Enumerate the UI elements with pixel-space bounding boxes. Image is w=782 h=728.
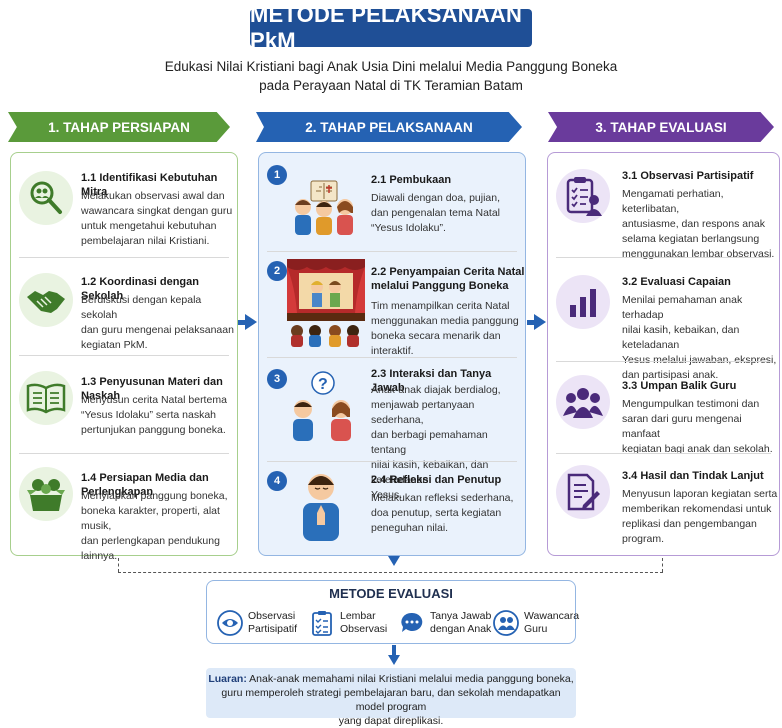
item-title: 2.3 Interaksi dan Tanya Jawab — [371, 368, 492, 394]
children-bible-icon — [289, 179, 359, 242]
divider — [267, 461, 517, 462]
flow-arrow — [238, 320, 246, 325]
eye-icon — [217, 610, 243, 636]
outcome-line-2: guru memperoleh strategi pembelajaran ba… — [221, 687, 561, 713]
divider — [556, 257, 771, 258]
item-title: 1.4 Persiapan Media dan Perlengkapan — [81, 472, 209, 498]
praying-child-icon — [293, 469, 349, 548]
item-text: Menyiapkan panggung boneka,boneka karakt… — [81, 490, 228, 562]
divider — [556, 361, 771, 362]
step-number: 1 — [267, 165, 287, 185]
handshake-icon — [19, 273, 73, 327]
phase-label: 2. TAHAP PELAKSANAAN — [305, 119, 473, 135]
chat-bubble-icon — [399, 610, 425, 636]
puppet-box-icon — [19, 467, 73, 521]
item-text: Mengamati perhatian, keterlibatan,antusi… — [622, 188, 775, 260]
item-text: Menyusun cerita Natal bertema“Yesus Idol… — [81, 394, 227, 436]
subtitle-line-2: pada Perayaan Natal di TK Teramian Batam — [259, 78, 523, 93]
connector-line — [662, 558, 663, 572]
step-number: 2 — [267, 261, 287, 281]
item-title: 1.2 Koordinasi dengan Sekolah — [81, 276, 199, 302]
outcome-line-3: yang dapat direplikasi. — [338, 715, 444, 727]
divider — [19, 453, 229, 454]
phase-banner-persiapan: 1. TAHAP PERSIAPAN — [8, 112, 230, 142]
children-question-icon: ? — [285, 369, 361, 450]
phase-panel-pelaksanaan: 1 2.1 Pembukaan Diawali dengan doa, puji… — [258, 152, 526, 556]
clipboard-person-icon — [556, 169, 610, 223]
magnifier-people-icon — [19, 171, 73, 225]
outcome-line-1: Anak-anak memahami nilai Kristiani melal… — [249, 673, 574, 685]
people-icon — [493, 610, 519, 636]
item-text: Anak-anak diajak berdialog,menjawab pert… — [371, 384, 501, 501]
item-title: 2.4 Refleksi dan Penutup — [371, 474, 502, 486]
phase-label: 3. TAHAP EVALUASI — [595, 119, 727, 135]
connector-line — [118, 572, 663, 573]
divider — [267, 357, 517, 358]
checklist-icon — [309, 610, 335, 636]
item-title: 1.3 Penyusunan Materi dan Naskah — [81, 376, 223, 402]
item-title: 3.1 Observasi Partisipatif — [622, 170, 754, 182]
bar-chart-icon — [556, 275, 610, 329]
subtitle: Edukasi Nilai Kristiani bagi Anak Usia D… — [100, 57, 682, 95]
down-arrow-stem — [392, 645, 396, 657]
item-title: 3.4 Hasil dan Tindak Lanjut — [622, 470, 764, 482]
subtitle-line-1: Edukasi Nilai Kristiani bagi Anak Usia D… — [164, 59, 618, 74]
divider — [267, 251, 517, 252]
phase-panel-persiapan: 1.1 Identifikasi Kebutuhan Mitra Melakuk… — [10, 152, 238, 562]
connector-line — [118, 558, 119, 572]
title-banner: METODE PELAKSANAAN PkM — [250, 2, 532, 53]
phase-panel-evaluasi: 3.1 Observasi Partisipatif Mengamati per… — [547, 152, 780, 556]
item-title: 2.1 Pembukaan — [371, 174, 452, 186]
item-title: 3.2 Evaluasi Capaian — [622, 276, 731, 288]
item-text: Melakukan refleksi sederhana,doa penutup… — [371, 492, 514, 534]
divider — [19, 257, 229, 258]
puppet-stage-icon — [285, 257, 367, 354]
divider — [19, 355, 229, 356]
open-book-icon — [19, 371, 73, 425]
page-title: METODE PELAKSANAAN PkM — [250, 2, 523, 53]
phase-label: 1. TAHAP PERSIAPAN — [48, 119, 190, 135]
step-number: 4 — [267, 471, 287, 491]
report-pen-icon — [556, 465, 610, 519]
flow-arrow-head — [534, 314, 546, 330]
phase-banner-pelaksanaan: 2. TAHAP PELAKSANAAN — [256, 112, 522, 142]
down-arrow — [388, 556, 400, 566]
divider — [556, 453, 771, 454]
group-icon — [556, 375, 610, 429]
item-title: 3.3 Umpan Balik Guru — [622, 380, 737, 392]
evaluation-methods-title: METODE EVALUASI — [329, 586, 453, 601]
flow-arrow — [527, 320, 535, 325]
phase-banner-evaluasi: 3. TAHAP EVALUASI — [548, 112, 774, 142]
outcome-label: Luaran: — [208, 673, 247, 685]
outcome-box: Luaran: Anak-anak memahami nilai Kristia… — [206, 668, 576, 727]
flow-arrow-head — [245, 314, 257, 330]
item-text: Diawali dengan doa, pujian,dan pengenala… — [371, 192, 501, 234]
item-title: 1.1 Identifikasi Kebutuhan Mitra — [81, 172, 218, 198]
svg-text:?: ? — [318, 376, 328, 393]
down-arrow — [388, 655, 400, 665]
step-number: 3 — [267, 369, 287, 389]
